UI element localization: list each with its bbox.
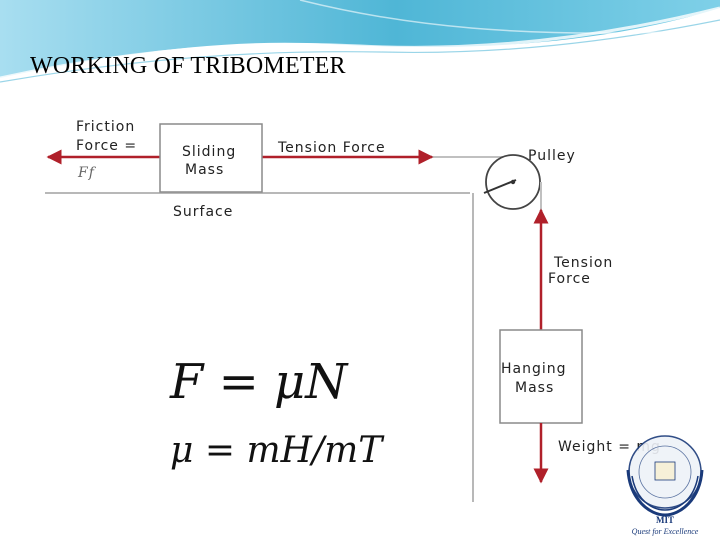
friction-force-label-line2: Force = xyxy=(76,138,137,154)
equation-friction: F = μN xyxy=(169,354,349,410)
tension-force-vertical-label-line1: Tension xyxy=(553,255,613,271)
tension-force-vertical-label-line2: Force xyxy=(548,271,591,287)
tension-force-horizontal-label: Tension Force xyxy=(277,140,386,156)
friction-force-label-line1: Friction xyxy=(76,119,135,135)
logo-tagline: Quest for Excellence xyxy=(632,527,699,536)
friction-symbol: Ff xyxy=(77,165,97,181)
mit-logo: MIT Quest for Excellence xyxy=(626,435,704,536)
hanging-mass-box xyxy=(499,329,583,424)
logo-name: MIT xyxy=(656,515,674,525)
sliding-mass-box xyxy=(159,123,263,193)
weight-label: Weight = mg xyxy=(558,439,661,455)
surface-label: Surface xyxy=(173,204,233,220)
header-wave xyxy=(0,0,720,83)
sliding-mass-label-line2: Mass xyxy=(185,162,224,178)
hanging-mass-label-line1: Hanging xyxy=(501,361,567,377)
equation-coefficient: μ = mH/mT xyxy=(170,430,385,471)
hanging-mass-label-line2: Mass xyxy=(515,380,554,396)
sliding-mass-label-line1: Sliding xyxy=(182,144,236,160)
slide-title: WORKING OF TRIBOMETER xyxy=(30,53,346,79)
pulley-label: Pulley xyxy=(528,148,576,164)
